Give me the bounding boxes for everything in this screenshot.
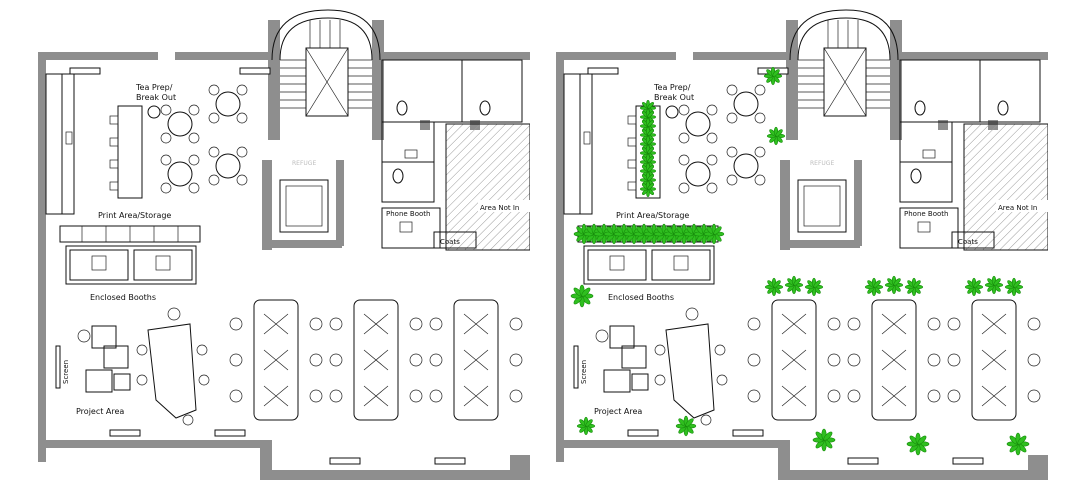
refuge-label: REFUGE — [810, 160, 834, 167]
round-tables — [160, 84, 248, 194]
project-area-label: Project Area — [594, 407, 642, 416]
toilets — [899, 59, 1041, 203]
plant-icon — [804, 277, 824, 297]
toilets — [381, 59, 523, 203]
plant-icon — [964, 277, 984, 297]
staircase — [271, 9, 381, 117]
screen — [573, 345, 579, 389]
phone-booth — [899, 207, 995, 249]
tea-prep-label-2: Break Out — [136, 93, 176, 102]
plant-icon — [784, 275, 804, 295]
print-storage — [59, 225, 201, 243]
floor-plan-right: REFUGE Phone Booth Coats Area Not In — [528, 0, 1048, 494]
desk-pods — [229, 299, 523, 421]
kitchen — [45, 73, 75, 215]
tea-prep-label-2: Break Out — [654, 93, 694, 102]
screen — [55, 345, 61, 389]
plant-icon — [984, 275, 1004, 295]
plant-icon — [639, 162, 657, 180]
coats-label: Coats — [958, 238, 978, 246]
round-tables — [678, 84, 766, 194]
phone-booth-label: Phone Booth — [386, 210, 430, 218]
screen-label: Screen — [580, 360, 588, 384]
plant-icon — [766, 126, 786, 146]
plant-icon — [864, 277, 884, 297]
hatched-area — [445, 123, 530, 251]
area-not-in-label: Area Not In — [480, 204, 519, 212]
desk-pods — [747, 299, 1041, 421]
floor-plan-drawing: REFUGE Phone Booth Coats Area Not In — [38, 9, 530, 480]
plant-icon — [812, 428, 836, 452]
area-not-in-label: Area Not In — [998, 204, 1037, 212]
print-area-label: Print Area/Storage — [616, 211, 689, 220]
phone-booth-label: Phone Booth — [904, 210, 948, 218]
plant-icon — [1004, 277, 1024, 297]
plant-icon — [763, 66, 783, 86]
enclosed-booths — [583, 245, 715, 285]
plant-icon — [576, 416, 596, 436]
print-area-label: Print Area/Storage — [98, 211, 171, 220]
windows — [69, 67, 466, 465]
kitchen — [563, 73, 593, 215]
tea-prep-label-1: Tea Prep/ — [135, 83, 173, 92]
plant-icon — [764, 277, 784, 297]
lift: REFUGE — [797, 160, 847, 233]
screen-label: Screen — [62, 360, 70, 384]
tea-prep-label-1: Tea Prep/ — [653, 83, 691, 92]
lift: REFUGE — [279, 160, 329, 233]
plant-icon — [904, 277, 924, 297]
project-area — [77, 307, 210, 426]
hatched-area — [963, 123, 1048, 251]
floor-plan-drawing-with-plants: REFUGE Phone Booth Coats Area Not In — [556, 9, 1048, 480]
project-area — [595, 307, 728, 426]
plant-icon — [1006, 432, 1030, 456]
enclosed-booths — [65, 245, 197, 285]
floor-plan-left: REFUGE Phone Booth Coats Area Not In — [10, 0, 530, 494]
project-area-label: Project Area — [76, 407, 124, 416]
enclosed-booths-label: Enclosed Booths — [90, 293, 156, 302]
plant-icon — [570, 284, 594, 308]
phone-booth — [381, 207, 477, 249]
refuge-label: REFUGE — [292, 160, 316, 167]
plant-icon — [675, 415, 697, 437]
coats-label: Coats — [440, 238, 460, 246]
plant-icon — [639, 180, 657, 198]
plant-icon — [884, 275, 904, 295]
walls — [556, 20, 1048, 480]
plant-icon — [703, 223, 725, 245]
plants — [570, 66, 1030, 456]
enclosed-booths-label: Enclosed Booths — [608, 293, 674, 302]
staircase — [789, 9, 899, 117]
tea-prep-counter — [109, 105, 161, 199]
plant-icon — [906, 432, 930, 456]
